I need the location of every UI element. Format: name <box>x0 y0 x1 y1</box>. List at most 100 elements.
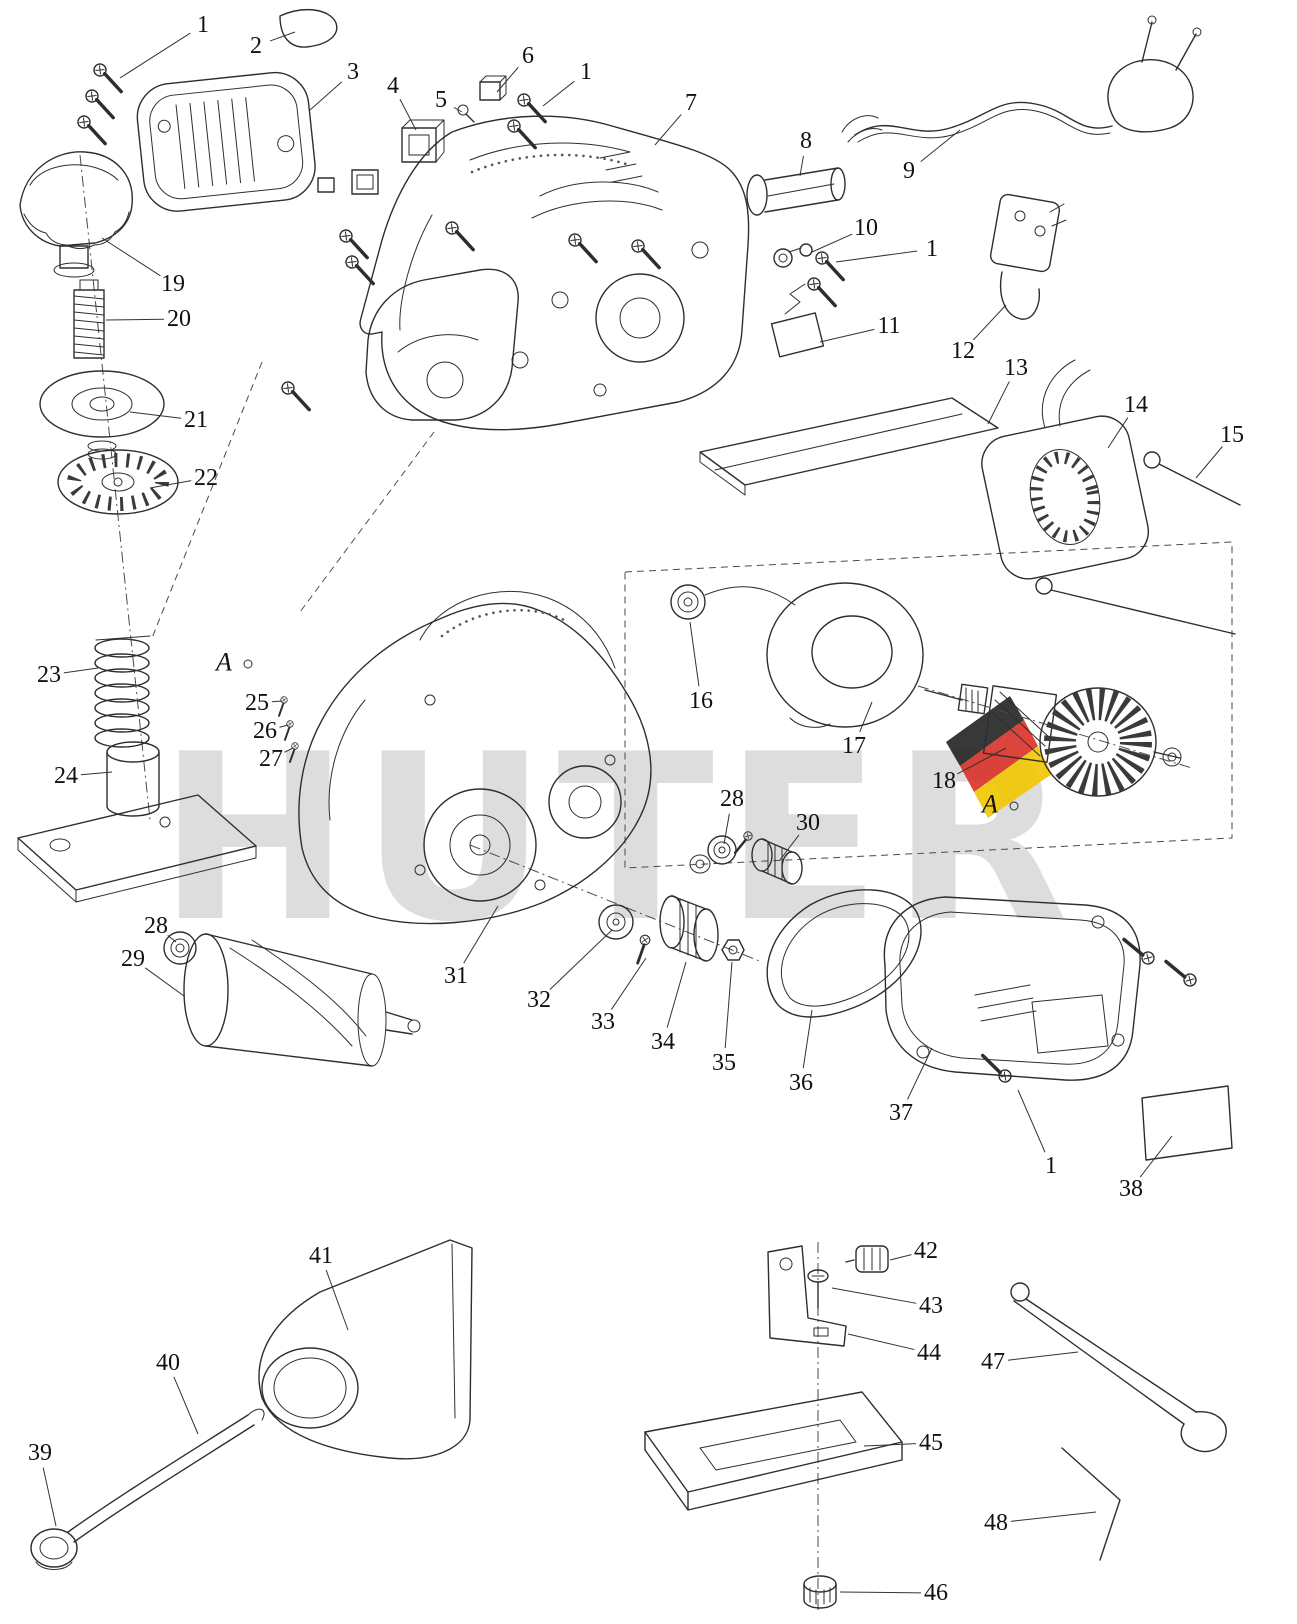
part-number-label-22: 22 <box>194 465 218 491</box>
callout-layer: 1234561789101111213141519202122161718232… <box>28 12 1244 1606</box>
screws-housing-top <box>277 89 668 413</box>
part-number-label-35: 35 <box>712 1050 736 1076</box>
power-plug <box>1107 15 1202 133</box>
part-number-label-37: 37 <box>889 1100 913 1126</box>
part-number-label-43: 43 <box>919 1293 943 1319</box>
part-number-label-47: 47 <box>981 1349 1005 1375</box>
belt-cover <box>883 896 1141 1081</box>
leader-line <box>863 1443 917 1447</box>
leader-line <box>835 250 918 263</box>
part-number-label-4: 4 <box>387 73 399 99</box>
part-number-label-29: 29 <box>121 946 145 972</box>
part-number-label-19: 19 <box>161 271 185 297</box>
part-number-label-18: 18 <box>932 768 956 794</box>
dust-chute <box>258 1239 473 1460</box>
leader-line <box>1007 1351 1079 1361</box>
plastic-cap <box>279 9 338 48</box>
part-number-label-1: 1 <box>926 236 938 262</box>
leader-line <box>972 304 1007 341</box>
leader-line <box>819 328 875 343</box>
part-number-label-44: 44 <box>917 1340 941 1366</box>
leader-line <box>957 747 1007 775</box>
section-marker-label: A <box>980 790 998 819</box>
leader-line <box>1139 1135 1173 1178</box>
leader-line <box>723 813 730 845</box>
base-plate <box>699 397 999 496</box>
leader-line <box>1195 446 1223 479</box>
leader-line <box>889 1254 912 1261</box>
part-number-label-16: 16 <box>689 688 713 714</box>
part-number-label-9: 9 <box>903 158 915 184</box>
part-number-label-7: 7 <box>685 90 697 116</box>
part-number-label-36: 36 <box>789 1070 813 1096</box>
section-marker-dot <box>243 659 253 669</box>
part-number-label-15: 15 <box>1220 422 1244 448</box>
leader-line <box>129 411 182 419</box>
leader-line <box>847 1333 915 1351</box>
part-number-label-40: 40 <box>156 1350 180 1376</box>
adjuster-barrel <box>106 741 160 817</box>
bearing-16 <box>670 584 706 620</box>
front-handle <box>746 167 846 216</box>
leader-line <box>325 1269 349 1331</box>
leader-line <box>802 1009 813 1069</box>
leader-line <box>666 961 687 1028</box>
part-number-label-32: 32 <box>527 987 551 1013</box>
huter-watermark-text: HUTER <box>158 706 1078 973</box>
part-number-label-34: 34 <box>651 1029 675 1055</box>
part-number-label-20: 20 <box>167 306 191 332</box>
leader-line <box>799 155 804 177</box>
part-number-label-46: 46 <box>924 1580 948 1606</box>
leader-line <box>309 81 343 111</box>
blade-drum <box>183 933 421 1067</box>
part-number-label-5: 5 <box>435 87 447 113</box>
part-number-label-10: 10 <box>854 215 878 241</box>
power-cord <box>841 101 1113 143</box>
part-number-label-6: 6 <box>522 43 534 69</box>
part-number-label-23: 23 <box>37 662 61 688</box>
part-number-label-24: 24 <box>54 763 78 789</box>
leader-line <box>1017 1089 1046 1153</box>
part-number-label-1: 1 <box>1045 1153 1057 1179</box>
thumb-knob <box>845 1245 889 1273</box>
gear-housing <box>298 590 652 925</box>
knurled-nut <box>803 1575 837 1609</box>
washer-stack-32 <box>598 904 634 940</box>
screws-top-left <box>73 59 130 147</box>
leader-line <box>101 237 161 277</box>
part-number-label-25: 25 <box>245 690 269 716</box>
leader-line <box>149 480 192 489</box>
part-number-label-1: 1 <box>580 59 592 85</box>
guide-fence <box>644 1391 903 1511</box>
rod-cap <box>30 1528 78 1570</box>
leader-line <box>269 31 296 42</box>
leader-line <box>167 934 177 943</box>
leader-line <box>119 32 191 79</box>
part-number-label-38: 38 <box>1119 1176 1143 1202</box>
part-number-label-28: 28 <box>720 786 744 812</box>
part-number-label-31: 31 <box>444 963 468 989</box>
front-shoe <box>365 268 519 421</box>
screws-near-link <box>803 247 852 309</box>
section-marker-label: A <box>214 648 232 677</box>
part-number-label-48: 48 <box>984 1510 1008 1536</box>
leader-line <box>63 667 99 674</box>
leader-line <box>654 114 682 146</box>
leader-line <box>284 747 294 753</box>
coil-spring <box>94 635 151 748</box>
part-number-label-39: 39 <box>28 1440 52 1466</box>
leader-line <box>496 67 519 93</box>
leader-line <box>80 771 113 776</box>
leader-line <box>1107 417 1129 449</box>
leader-line <box>1010 1511 1097 1522</box>
hex-key <box>1061 1447 1121 1561</box>
leader-line <box>549 929 613 990</box>
long-screws <box>1035 451 1241 635</box>
wrench <box>1010 1282 1227 1453</box>
part-number-label-41: 41 <box>309 1243 333 1269</box>
leader-line <box>839 1591 922 1594</box>
part-number-label-12: 12 <box>951 338 975 364</box>
part-number-label-8: 8 <box>800 128 812 154</box>
fan-guard <box>704 582 924 728</box>
belt-pulley-34 <box>659 895 719 962</box>
